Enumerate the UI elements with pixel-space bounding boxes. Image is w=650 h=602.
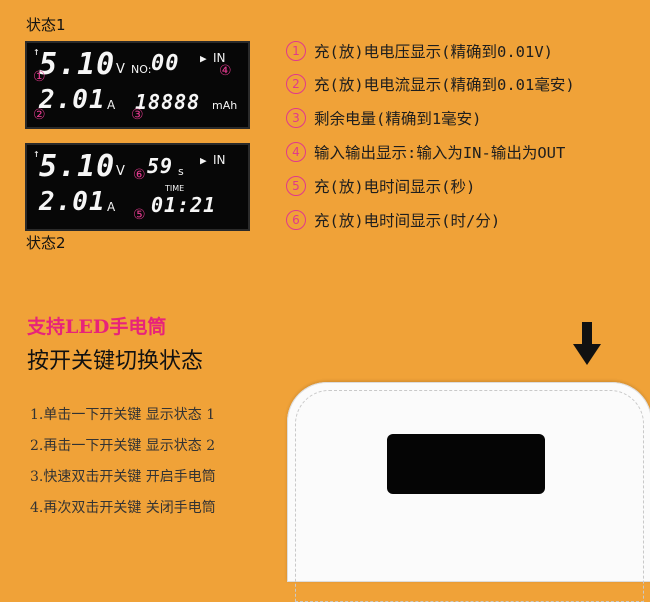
current-value: 2.01 (39, 85, 106, 115)
marker-6: ⑥ (133, 167, 146, 183)
up-arrow-icon: ↑ (33, 147, 40, 160)
state1-label: 状态1 (26, 16, 66, 34)
voltage-unit: V (116, 164, 125, 179)
device-screen (387, 434, 545, 494)
power-bank-device (287, 382, 650, 602)
step-item: 1.单击一下开关键 显示状态 1 (30, 407, 216, 423)
direction-text: IN (213, 51, 226, 65)
marker-5: ⑤ (133, 207, 146, 223)
state2-label: 状态2 (26, 234, 66, 252)
play-triangle-icon: ▶ (200, 52, 207, 65)
time-label: TIME (165, 184, 185, 193)
current-value: 2.01 (39, 187, 106, 217)
legend-item: 6 充(放)电时间显示(时/分) (286, 208, 500, 232)
voltage-unit: V (116, 62, 125, 77)
legend-item: 1 充(放)电电压显示(精确到0.01V) (286, 39, 553, 63)
legend-number: 4 (286, 142, 306, 162)
legend-item: 4 输入输出显示:输入为IN-输出为OUT (286, 140, 565, 164)
step-item: 2.再击一下开关键 显示状态 2 (30, 438, 216, 454)
capacity-value: 18888 (135, 90, 201, 114)
lcd-state1: ↑ 5.10 V NO: 00 ▶ IN ① ④ 2.01 A 18888 mA… (25, 41, 250, 129)
marker-4: ④ (219, 63, 232, 79)
legend-item: 2 充(放)电电流显示(精确到0.01毫安) (286, 72, 575, 96)
legend-item: 5 充(放)电时间显示(秒) (286, 174, 475, 198)
promo-text: 支持LED手电筒 (27, 316, 167, 338)
no-value: 00 (151, 51, 180, 76)
marker-3: ③ (131, 107, 144, 123)
seconds-value: 59 (147, 154, 174, 178)
legend-number: 1 (286, 41, 306, 61)
current-unit: A (107, 200, 116, 214)
seconds-unit: s (178, 165, 184, 178)
device-stitching (295, 390, 644, 602)
marker-1: ① (33, 69, 46, 85)
play-triangle-icon: ▶ (200, 154, 207, 167)
step-item: 3.快速双击开关键 开启手电筒 (30, 469, 216, 485)
current-unit: A (107, 98, 116, 112)
legend-text: 剩余电量(精确到1毫安) (314, 110, 482, 128)
legend-text: 充(放)电时间显示(秒) (314, 178, 476, 196)
legend-text: 充(放)电电压显示(精确到0.01V) (314, 43, 553, 61)
legend-number: 6 (286, 210, 306, 230)
legend-number: 5 (286, 176, 306, 196)
time-value: 01:21 (151, 193, 217, 217)
step-item: 4.再次双击开关键 关闭手电筒 (30, 500, 216, 516)
headline: 按开关键切换状态 (27, 349, 204, 374)
legend-text: 输入输出显示:输入为IN-输出为OUT (314, 144, 566, 162)
legend-text: 充(放)电时间显示(时/分) (314, 212, 501, 230)
lcd-state2: ↑ 5.10 V 59 s ▶ IN ⑥ 2.01 A TIME 01:21 ⑤ (25, 143, 250, 231)
legend-text: 充(放)电电流显示(精确到0.01毫安) (314, 76, 575, 94)
legend-item: 3 剩余电量(精确到1毫安) (286, 106, 482, 130)
direction-text: IN (213, 153, 226, 167)
up-arrow-icon: ↑ (33, 45, 40, 58)
voltage-value: 5.10 (39, 47, 116, 82)
down-arrow-icon (573, 322, 601, 365)
capacity-unit: mAh (212, 99, 238, 112)
voltage-value: 5.10 (39, 149, 116, 184)
marker-2: ② (33, 107, 46, 123)
legend-number: 2 (286, 74, 306, 94)
no-label: NO: (131, 63, 152, 76)
legend-number: 3 (286, 108, 306, 128)
